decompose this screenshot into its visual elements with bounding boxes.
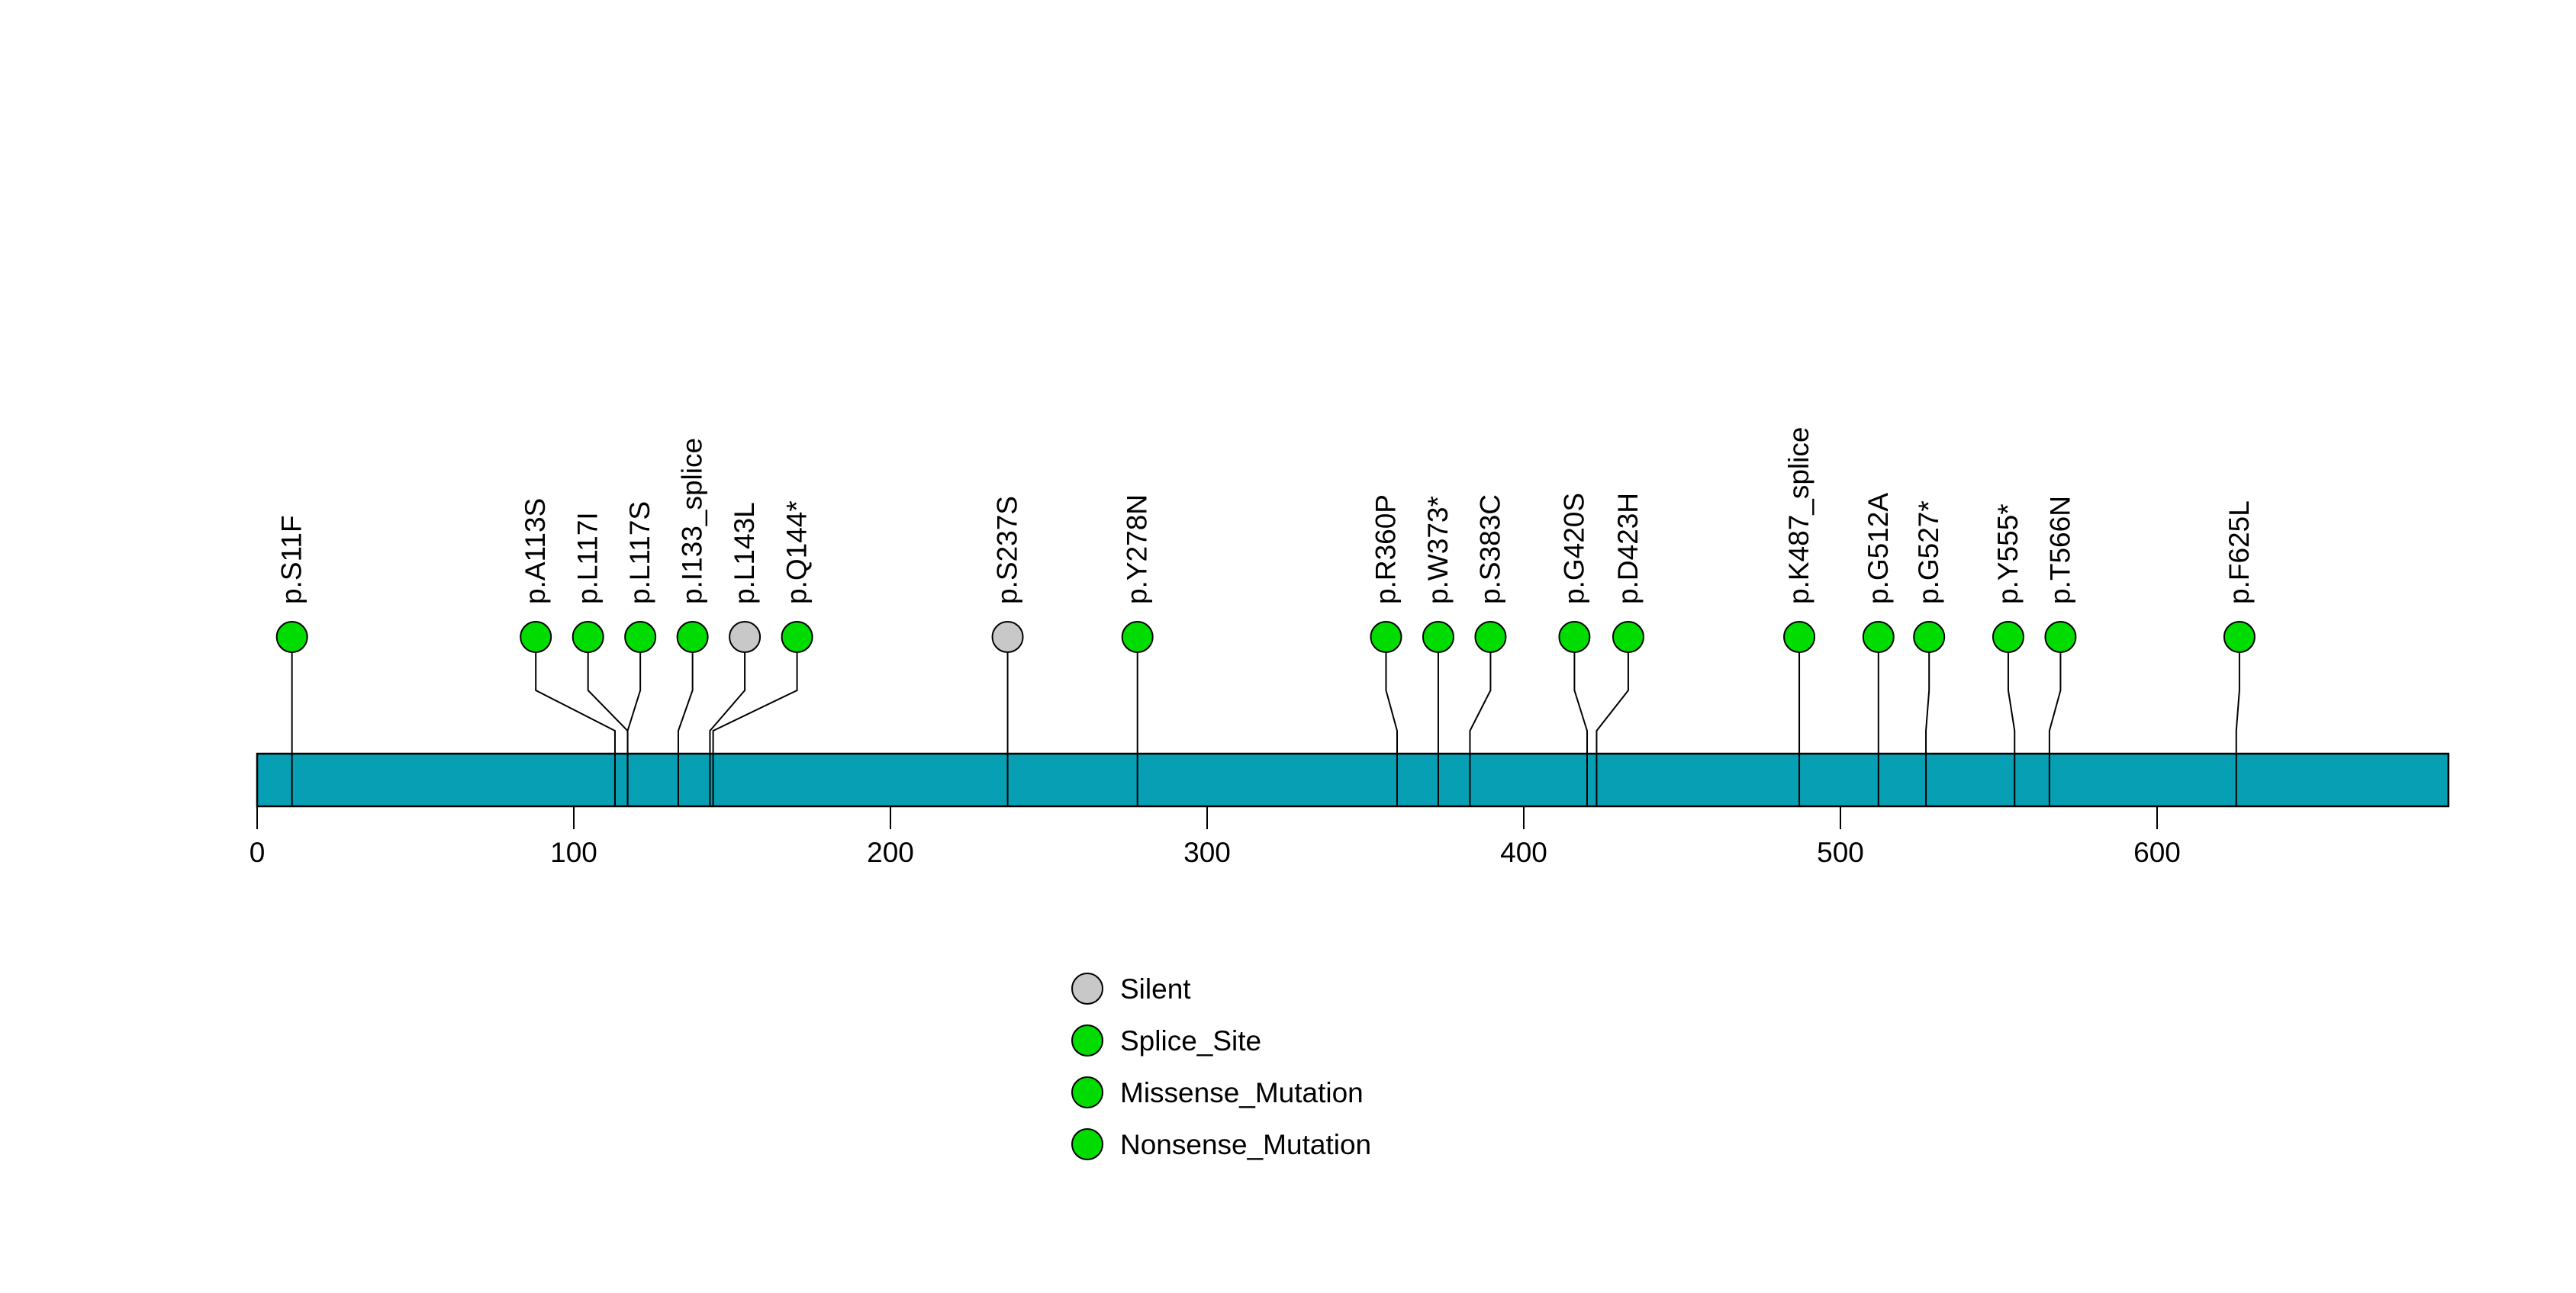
legend-swatch [1071,973,1103,1005]
mutation-circle [1862,621,1895,653]
mutation-label: p.G527* [1913,500,1944,604]
mutation-circle [1783,621,1816,653]
axis-tick-label: 300 [1183,837,1231,868]
mutation-label: p.S383C [1474,494,1505,604]
mutation-stem [2235,637,2240,806]
legend: SilentSplice_SiteMissense_MutationNonsen… [1071,973,1371,1160]
mutation-label: p.Y278N [1122,494,1153,604]
mutation-circle [275,621,308,653]
mutation-stem [709,637,746,806]
legend-item: Splice_Site [1071,1024,1261,1057]
legend-label: Silent [1120,973,1191,1005]
legend-swatch [1071,1128,1103,1160]
axis-tick-label: 0 [250,837,266,868]
mutation-stem [1925,637,1930,806]
mutation-circle [1422,621,1454,653]
mutation-stem [535,637,616,806]
legend-item: Missense_Mutation [1071,1076,1364,1108]
legend-swatch [1071,1024,1103,1057]
x-axis: 0 100 200 300 400 500 600 [250,806,2181,868]
mutation-circle [520,621,552,653]
mutation-label: p.W373* [1422,496,1454,604]
mutation-circle [572,621,604,653]
mutation-label: p.G512A [1863,493,1894,604]
mutation-labels: p.S11F p.A113S p.L117I p.L117S p.I133_splice… [276,427,2255,604]
axis-tick-label: 500 [1817,837,1864,868]
legend-label: Missense_Mutation [1120,1077,1364,1108]
mutation-circle [1992,621,2024,653]
mutation-circles [275,621,2256,653]
mutation-stem [2048,637,2062,806]
mutation-label: p.K487_splice [1783,427,1814,604]
mutation-stem [1596,637,1629,806]
protein-bar [256,752,2450,808]
axis-tick-label: 100 [550,837,597,868]
axis-tick-label: 200 [867,837,914,868]
mutation-label: p.Y555* [1992,503,2024,604]
mutation-stem [712,637,798,806]
mutation-label: p.F625L [2223,500,2255,604]
mutation-circle [2223,621,2256,653]
mutation-label: p.L117S [624,501,655,604]
mutation-stem [1573,637,1588,806]
axis-tick-label: 600 [2133,837,2181,868]
mutation-circle [781,621,813,653]
mutation-label: p.S237S [992,496,1023,604]
mutation-circle [1370,621,1402,653]
mutation-label: p.D423H [1612,493,1644,604]
mutation-circle [1474,621,1507,653]
mutation-circle [1558,621,1591,653]
mutation-circle [991,621,1024,653]
axis-tick-label: 400 [1500,837,1547,868]
mutation-label: p.T566N [2044,496,2075,604]
mutation-label: p.S11F [276,515,308,604]
mutation-label: p.G420S [1558,493,1589,604]
mutation-label: p.A113S [520,498,551,604]
mutation-circle [1913,621,1946,653]
mutation-stem [1469,637,1492,806]
mutation-label: p.L117I [572,512,604,604]
mutation-stem [677,637,694,806]
mutation-stem [626,637,642,806]
mutation-circle [624,621,657,653]
mutation-label: p.L143L [729,502,760,604]
mutation-stem [1385,637,1398,806]
legend-item: Nonsense_Mutation [1071,1128,1371,1160]
mutation-label: p.R360P [1370,494,1401,604]
legend-label: Splice_Site [1120,1025,1261,1057]
mutation-label: p.Q144* [781,500,813,604]
legend-item: Silent [1071,973,1191,1005]
mutation-stems [291,637,2240,806]
mutation-stem [2007,637,2016,806]
mutation-label: p.I133_splice [677,438,708,604]
mutation-circle [1612,621,1644,653]
mutation-circle [2044,621,2077,653]
mutation-circle [676,621,709,653]
mutation-circle [729,621,762,653]
legend-swatch [1071,1076,1103,1108]
mutation-circle [1121,621,1154,653]
legend-label: Nonsense_Mutation [1120,1129,1371,1160]
